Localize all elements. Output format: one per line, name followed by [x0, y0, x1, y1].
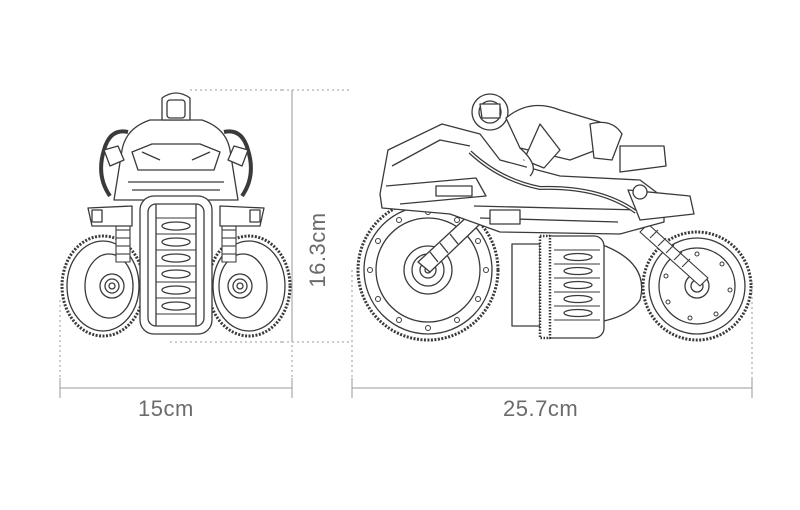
length-dimension-label: 25.7cm [503, 396, 579, 421]
height-dimension-label: 16.3cm [305, 212, 330, 288]
front-right-wheel [208, 236, 290, 336]
width-dimension-label: 15cm [138, 396, 194, 421]
side-view-illustration [358, 94, 751, 340]
side-rider [472, 94, 622, 176]
side-main-fairing [380, 124, 664, 234]
dimension-lines [60, 90, 752, 398]
front-springs [116, 222, 236, 262]
front-rider-helmet [162, 93, 190, 120]
side-center-tread-wheel [540, 236, 604, 338]
front-center-tread-wheel [140, 196, 212, 334]
front-left-wheel [62, 236, 144, 336]
front-view-illustration [62, 93, 290, 336]
